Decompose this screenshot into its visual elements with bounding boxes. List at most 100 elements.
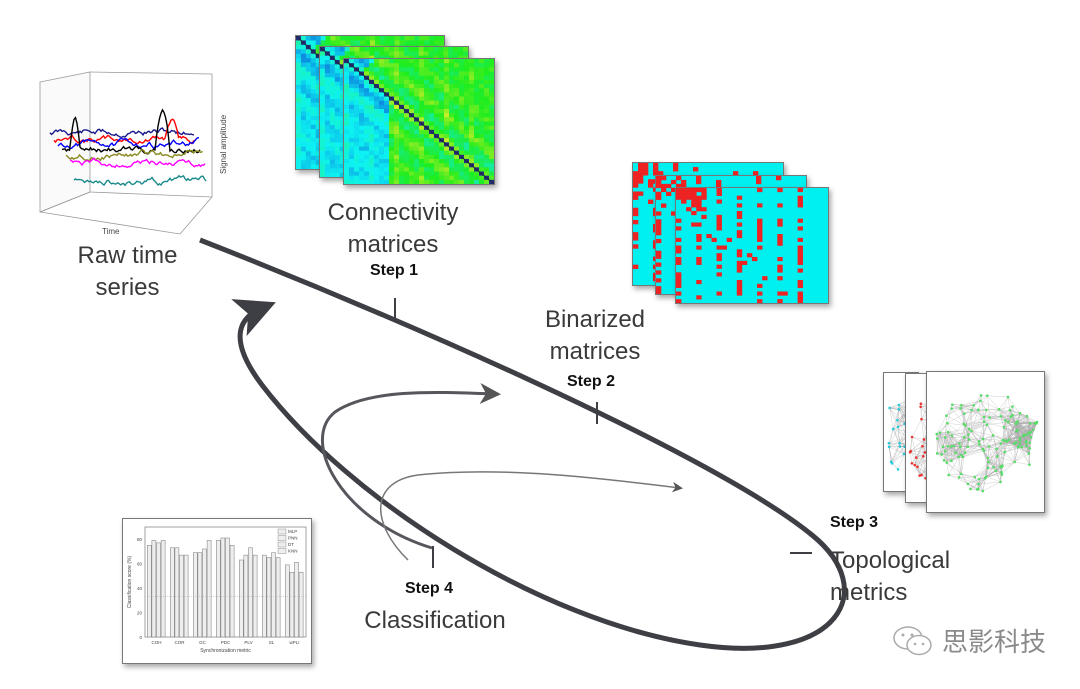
- graph-node: [959, 407, 962, 410]
- label-line: matrices: [347, 231, 439, 258]
- graph-node: [954, 451, 957, 455]
- graph-node: [982, 420, 986, 424]
- graph-node: [942, 459, 946, 462]
- graph-node: [1028, 422, 1032, 425]
- graph-node: [952, 444, 955, 448]
- graph-node: [957, 455, 961, 459]
- bar-dt-gc: [202, 548, 207, 638]
- label-line: Raw time: [77, 242, 178, 269]
- graph-node: [908, 450, 912, 454]
- legend-swatch: [277, 541, 287, 548]
- graph-node: [919, 405, 922, 409]
- graph-node: [1011, 405, 1014, 408]
- graph-node: [950, 407, 954, 410]
- time-series-line: [73, 174, 207, 187]
- graph-node: [984, 408, 988, 412]
- graph-node: [967, 433, 970, 436]
- bar-mlp-sl: [262, 554, 267, 638]
- graph-node: [945, 414, 948, 418]
- graph-node: [986, 394, 989, 397]
- y-tick-label: 40: [137, 586, 143, 591]
- graph-node: [981, 489, 985, 493]
- graph-node: [1011, 413, 1014, 417]
- graph-node: [1000, 470, 1003, 474]
- graph-node: [1028, 463, 1031, 466]
- graph-node: [943, 436, 947, 439]
- y-tick-label: 80: [137, 537, 143, 542]
- graph-node: [950, 403, 954, 406]
- step-4-label: Step 4: [405, 580, 454, 597]
- graph-node: [966, 482, 970, 486]
- graph-node: [1028, 441, 1032, 445]
- binarized-matrix: [675, 187, 829, 304]
- graph-node: [987, 460, 990, 464]
- graph-node: [1025, 414, 1029, 418]
- bar-knn-plv: [252, 554, 258, 638]
- graph-node: [1024, 439, 1028, 443]
- graph-node: [973, 475, 976, 479]
- bar-pnn-sl: [266, 557, 272, 638]
- graph-node: [986, 456, 990, 460]
- connectivity-matrix: [343, 58, 495, 185]
- graph-node: [921, 444, 924, 448]
- bar-mlp-cor: [170, 547, 175, 638]
- graph-node: [890, 462, 894, 465]
- graph-node: [920, 473, 923, 477]
- x-axis-label: Synchronization metric: [200, 648, 251, 654]
- graph-node: [898, 441, 901, 445]
- legend-label: PNN: [288, 536, 298, 541]
- step-3-label: Step 3: [830, 514, 879, 531]
- graph-node: [910, 435, 914, 439]
- connectivity-label: Connectivity matrices: [303, 197, 483, 261]
- y-tick-label: 20: [137, 611, 143, 616]
- time-series-line: [65, 148, 203, 162]
- graph-node: [897, 408, 901, 411]
- graph-node: [1012, 442, 1016, 445]
- graph-node: [946, 430, 950, 434]
- time-series-line: [49, 127, 194, 138]
- graph-node: [1003, 419, 1007, 422]
- graph-node: [1018, 436, 1021, 440]
- graph-node: [1003, 450, 1007, 454]
- graph-node: [979, 399, 982, 403]
- bar-pnn-wpli: [289, 571, 295, 638]
- graph-node: [959, 445, 962, 449]
- x-tick-label: PDC: [221, 640, 231, 645]
- graph-node: [940, 453, 943, 456]
- graph-node: [945, 461, 949, 464]
- graph-node: [887, 445, 891, 449]
- axis-time-label: Time: [102, 227, 120, 236]
- graph-node: [1006, 420, 1010, 424]
- label-line: series: [95, 274, 160, 301]
- bar-knn-pdc: [229, 545, 235, 638]
- time-series-line: [57, 137, 199, 150]
- legend-label: MLP: [288, 529, 297, 534]
- graph-node: [981, 437, 985, 441]
- graph-node: [1029, 436, 1033, 439]
- graph-node: [982, 449, 986, 453]
- bar-dt-pdc: [225, 537, 230, 638]
- graph-node: [1025, 444, 1028, 448]
- graph-node: [950, 459, 953, 463]
- bar-mlp-gc: [193, 552, 198, 638]
- graph-node: [957, 476, 961, 479]
- bar-pnn-cor: [174, 547, 180, 638]
- graph-node: [1027, 431, 1031, 434]
- graph-node: [1033, 422, 1036, 425]
- graph-node: [999, 442, 1003, 445]
- time-series-line: [69, 157, 206, 169]
- graph-node: [988, 416, 992, 419]
- y-axis-label: Classification score (%): [127, 556, 133, 609]
- graph-node: [1016, 446, 1020, 449]
- graph-node: [935, 452, 939, 455]
- bar-knn-cor: [183, 554, 189, 638]
- graph-node: [996, 455, 999, 458]
- graph-node: [896, 418, 899, 422]
- graph-node: [1028, 447, 1032, 450]
- bar-pnn-coh: [151, 540, 157, 638]
- graph-node: [967, 438, 971, 441]
- graph-node: [888, 406, 891, 410]
- graph-node: [1000, 473, 1004, 476]
